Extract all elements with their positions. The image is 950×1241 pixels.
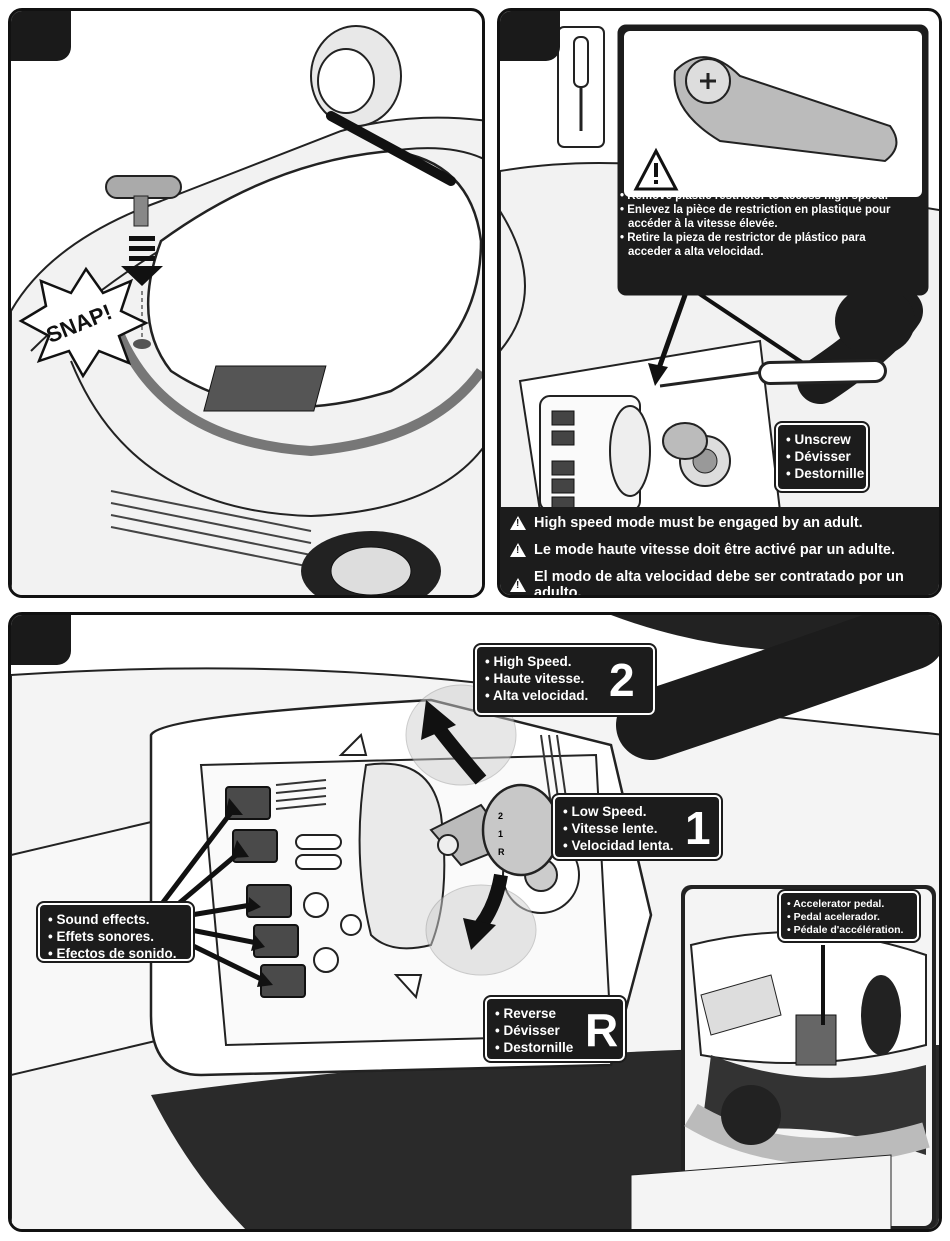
- step-panel-3: 2 1 R • High Speed. • Haute vitesse. • A…: [8, 612, 942, 1232]
- sound-effects-line: • Effets sonores.: [48, 929, 155, 944]
- sound-effects-line: • Efectos de sonido.: [48, 946, 177, 961]
- pedal-line: • Pédale d'accélération.: [787, 924, 904, 936]
- restrictor-note-line: acceder a alta velocidad.: [628, 246, 764, 258]
- high-speed-callout: • High Speed. • Haute vitesse. • Alta ve…: [473, 643, 657, 717]
- restrictor-note-line: • Retire la pieza de restrictor de plást…: [620, 232, 866, 244]
- reverse-callout: • Reverse • Dévisser • Destornille R: [483, 995, 627, 1063]
- speed-switch-illustration: [11, 615, 939, 1229]
- unscrew-line: • Dévisser: [786, 449, 851, 464]
- sound-effects-callout: • Sound effects. • Effets sonores. • Efe…: [36, 901, 195, 963]
- reverse-line: • Reverse: [495, 1006, 557, 1021]
- sound-effects-line: • Sound effects.: [48, 912, 150, 927]
- restrictor-instructions: • Remove plastic restrictor to access hi…: [620, 189, 920, 259]
- pedal-line: • Pedal acelerador.: [787, 911, 880, 923]
- knob-mark-r: R: [498, 847, 505, 857]
- restrictor-note-line: • Remove plastic restrictor to access hi…: [620, 190, 888, 202]
- restrictor-removal-illustration: [500, 24, 939, 512]
- high-speed-number: 2: [609, 654, 635, 706]
- warning-line: High speed mode must be engaged by an ad…: [510, 515, 863, 531]
- low-speed-callout: • Low Speed. • Vitesse lente. • Velocida…: [551, 793, 723, 861]
- pedal-line: • Accelerator pedal.: [787, 898, 885, 910]
- accelerator-pedal-callout: • Accelerator pedal. • Pedal acelerador.…: [777, 889, 921, 943]
- warning-text: High speed mode must be engaged by an ad…: [534, 515, 863, 531]
- warning-line: El modo de alta velocidad debe ser contr…: [510, 569, 939, 598]
- warning-icon: [510, 516, 526, 530]
- unscrew-line: • Unscrew: [786, 432, 851, 447]
- step-number-tab: [11, 11, 71, 61]
- step-number-tab: [500, 11, 560, 61]
- reverse-letter: R: [585, 1004, 619, 1056]
- high-speed-line: • Alta velocidad.: [485, 688, 589, 703]
- steering-wheel-install-illustration: [11, 25, 482, 595]
- low-speed-number: 1: [685, 802, 711, 854]
- warning-line: Le mode haute vitesse doit être activé p…: [510, 542, 895, 558]
- warning-icon: [510, 543, 526, 557]
- warning-icon: [510, 578, 526, 592]
- high-speed-line: • Haute vitesse.: [485, 671, 585, 686]
- high-speed-line: • High Speed.: [485, 654, 572, 669]
- restrictor-note-line: accéder à la vitesse élevée.: [628, 218, 778, 230]
- step-number-tab: [11, 615, 71, 665]
- step-panel-1: SNAP!: [8, 8, 485, 598]
- unscrew-line: • Destornille: [786, 466, 865, 481]
- low-speed-line: • Vitesse lente.: [563, 821, 658, 836]
- warning-text: El modo de alta velocidad debe ser contr…: [534, 569, 904, 598]
- unscrew-callout: • Unscrew • Dévisser • Destornille: [774, 421, 870, 493]
- restrictor-note-line: • Enlevez la pièce de restriction en pla…: [620, 204, 891, 216]
- adult-warning-bar: High speed mode must be engaged by an ad…: [500, 507, 939, 595]
- knob-mark-1: 1: [498, 829, 504, 839]
- reverse-line: • Destornille: [495, 1040, 574, 1055]
- low-speed-line: • Low Speed.: [563, 804, 647, 819]
- reverse-line: • Dévisser: [495, 1023, 560, 1038]
- step-panel-2: • Remove plastic restrictor to access hi…: [497, 8, 942, 598]
- knob-mark-2: 2: [498, 811, 504, 821]
- warning-text: Le mode haute vitesse doit être activé p…: [534, 542, 895, 558]
- low-speed-line: • Velocidad lenta.: [563, 838, 674, 853]
